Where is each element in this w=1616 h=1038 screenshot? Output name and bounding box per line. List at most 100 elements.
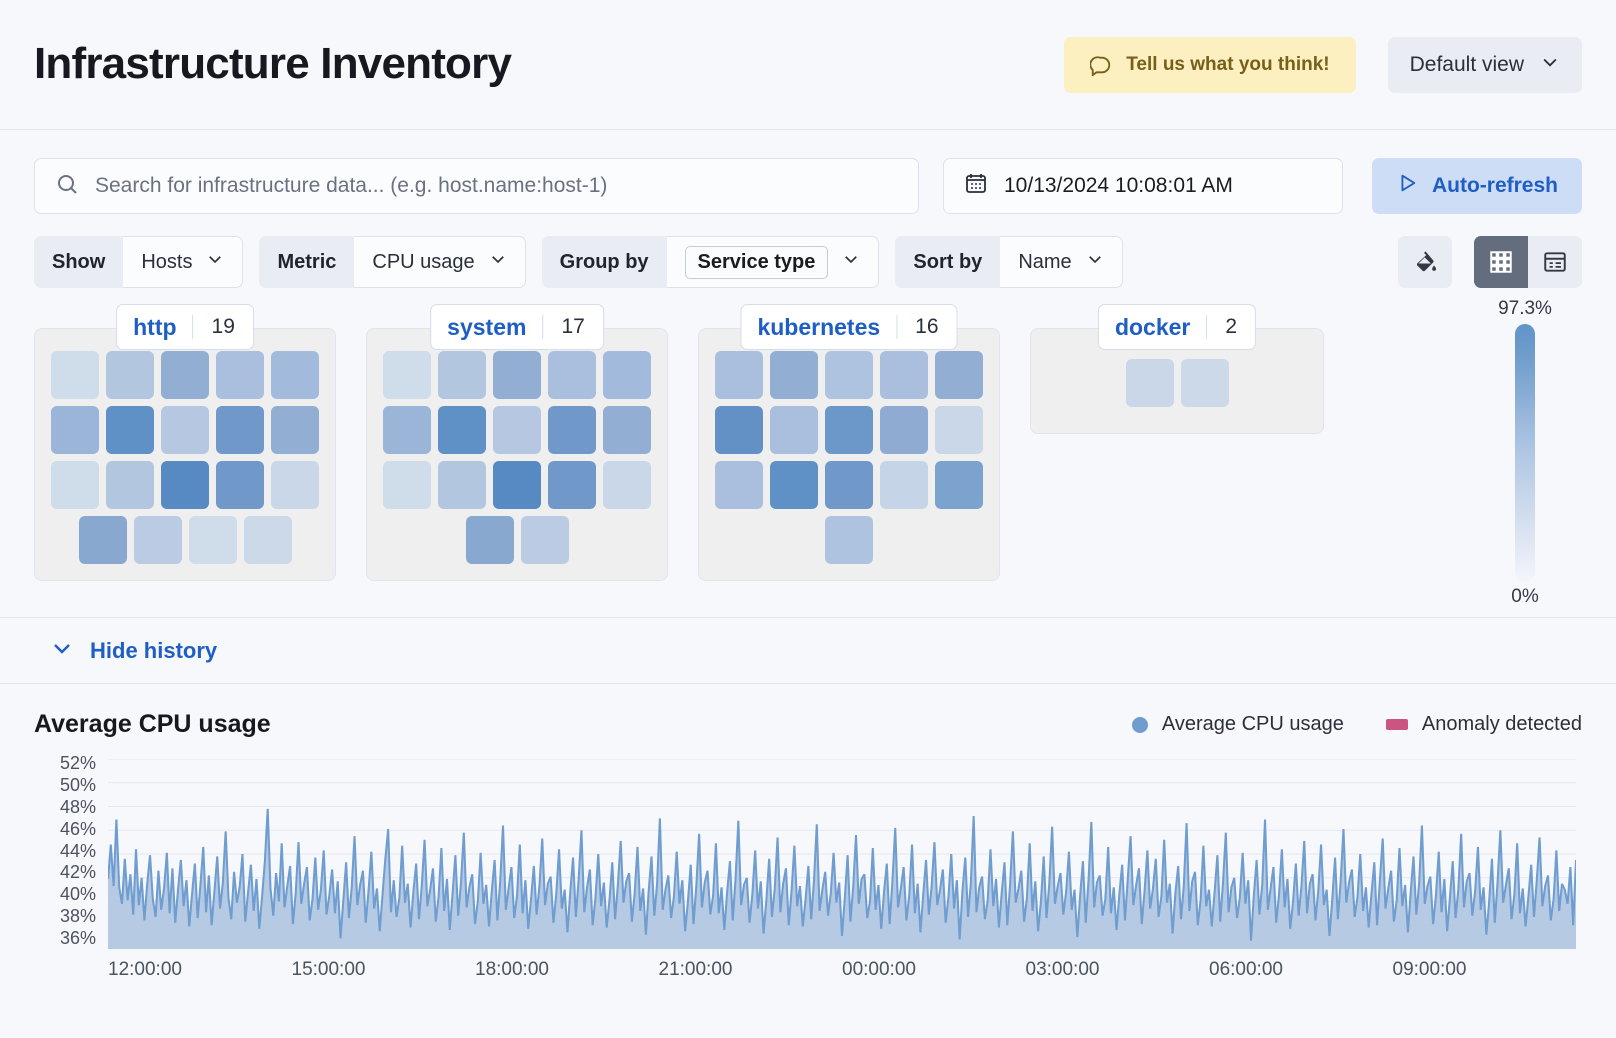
host-tile[interactable] bbox=[603, 351, 651, 399]
host-tile[interactable] bbox=[161, 461, 209, 509]
y-tick-label: 46% bbox=[59, 818, 96, 839]
date-picker[interactable]: 10/13/2024 10:08:01 AM bbox=[943, 158, 1343, 214]
host-tile[interactable] bbox=[216, 406, 264, 454]
host-tile[interactable] bbox=[770, 406, 818, 454]
host-tile[interactable] bbox=[161, 351, 209, 399]
filter-sort-by-value[interactable]: Name bbox=[1000, 236, 1123, 288]
page-title: Infrastructure Inventory bbox=[34, 39, 512, 89]
color-scale-max-label: 97.3% bbox=[1498, 298, 1552, 319]
host-tile[interactable] bbox=[438, 406, 486, 454]
filter-group-by: Group by Service type bbox=[541, 236, 880, 288]
group-name: docker bbox=[1114, 313, 1191, 340]
host-tile[interactable] bbox=[715, 461, 763, 509]
host-tile[interactable] bbox=[715, 351, 763, 399]
host-tile[interactable] bbox=[161, 406, 209, 454]
host-tile[interactable] bbox=[935, 461, 983, 509]
group-header[interactable]: http 19 bbox=[116, 304, 254, 350]
host-tile[interactable] bbox=[1180, 359, 1229, 407]
host-tile[interactable] bbox=[520, 516, 569, 564]
host-tile[interactable] bbox=[880, 351, 928, 399]
host-tile[interactable] bbox=[548, 461, 596, 509]
host-tile[interactable] bbox=[603, 461, 651, 509]
grid-view-icon[interactable] bbox=[1474, 236, 1528, 288]
host-tile[interactable] bbox=[935, 406, 983, 454]
chart-header: Average CPU usage Average CPU usage Anom… bbox=[34, 710, 1582, 739]
host-tile[interactable] bbox=[935, 351, 983, 399]
host-tile[interactable] bbox=[106, 461, 154, 509]
host-tile[interactable] bbox=[383, 406, 431, 454]
host-tile[interactable] bbox=[188, 516, 237, 564]
auto-refresh-button[interactable]: Auto-refresh bbox=[1371, 158, 1582, 214]
host-tile[interactable] bbox=[78, 516, 127, 564]
host-tile[interactable] bbox=[133, 516, 182, 564]
filter-group-by-value[interactable]: Service type bbox=[666, 236, 880, 288]
group-header[interactable]: kubernetes 16 bbox=[740, 304, 958, 350]
host-tile[interactable] bbox=[548, 406, 596, 454]
table-view-icon[interactable] bbox=[1528, 236, 1582, 288]
host-tile[interactable] bbox=[271, 406, 319, 454]
group-card-system[interactable]: system 17 bbox=[366, 304, 668, 581]
comment-icon bbox=[1090, 54, 1112, 76]
group-card-http[interactable]: http 19 bbox=[34, 304, 336, 581]
host-tile[interactable] bbox=[216, 351, 264, 399]
x-tick-label: 00:00:00 bbox=[842, 959, 916, 980]
legend-item-anomaly-detected[interactable]: Anomaly detected bbox=[1385, 713, 1582, 736]
host-tile[interactable] bbox=[106, 351, 154, 399]
chart-title: Average CPU usage bbox=[34, 710, 271, 738]
search-input[interactable]: Search for infrastructure data... (e.g. … bbox=[34, 158, 919, 214]
play-icon bbox=[1396, 172, 1418, 200]
host-tile[interactable] bbox=[880, 406, 928, 454]
host-tile[interactable] bbox=[106, 406, 154, 454]
host-tile[interactable] bbox=[493, 406, 541, 454]
y-tick-label: 38% bbox=[59, 906, 96, 927]
controls-region: Search for infrastructure data... (e.g. … bbox=[0, 130, 1616, 288]
host-tile[interactable] bbox=[271, 461, 319, 509]
host-tile[interactable] bbox=[438, 461, 486, 509]
paint-bucket-icon[interactable] bbox=[1398, 236, 1452, 288]
host-tile[interactable] bbox=[438, 351, 486, 399]
host-tile[interactable] bbox=[603, 406, 651, 454]
host-tile[interactable] bbox=[243, 516, 292, 564]
group-count: 17 bbox=[542, 315, 602, 339]
legend-item-average-cpu-usage[interactable]: Average CPU usage bbox=[1131, 713, 1344, 736]
filter-metric-value-text: CPU usage bbox=[372, 250, 475, 273]
group-count: 19 bbox=[192, 315, 253, 339]
host-tile[interactable] bbox=[51, 406, 99, 454]
host-tile[interactable] bbox=[825, 461, 873, 509]
host-tile[interactable] bbox=[770, 461, 818, 509]
host-tile[interactable] bbox=[825, 406, 873, 454]
group-card-kubernetes[interactable]: kubernetes 16 bbox=[698, 304, 1000, 581]
host-tile[interactable] bbox=[825, 516, 873, 564]
host-tile[interactable] bbox=[51, 461, 99, 509]
group-card-docker[interactable]: docker 2 bbox=[1030, 304, 1324, 434]
group-name: system bbox=[447, 313, 527, 340]
host-tile[interactable] bbox=[770, 351, 818, 399]
host-tile[interactable] bbox=[216, 461, 264, 509]
default-view-selector[interactable]: Default view bbox=[1387, 36, 1582, 93]
host-tile[interactable] bbox=[715, 406, 763, 454]
host-tile[interactable] bbox=[383, 351, 431, 399]
host-tile[interactable] bbox=[880, 461, 928, 509]
host-tile[interactable] bbox=[51, 351, 99, 399]
legend-marker-dot bbox=[1131, 716, 1148, 733]
group-header[interactable]: docker 2 bbox=[1097, 304, 1257, 350]
host-tile[interactable] bbox=[825, 351, 873, 399]
filter-metric-value[interactable]: CPU usage bbox=[354, 236, 526, 288]
y-tick-label: 40% bbox=[59, 884, 96, 905]
group-header[interactable]: system 17 bbox=[430, 304, 604, 350]
hide-history-toggle[interactable]: Hide history bbox=[0, 618, 1616, 684]
calendar-icon bbox=[964, 171, 988, 201]
host-tile[interactable] bbox=[1125, 359, 1174, 407]
host-tile[interactable] bbox=[465, 516, 514, 564]
chart-legend: Average CPU usage Anomaly detected bbox=[1131, 713, 1582, 736]
host-tile[interactable] bbox=[548, 351, 596, 399]
host-tile[interactable] bbox=[493, 351, 541, 399]
filter-show-value[interactable]: Hosts bbox=[123, 236, 244, 288]
host-tile[interactable] bbox=[271, 351, 319, 399]
chart-canvas[interactable] bbox=[108, 759, 1576, 949]
host-tile[interactable] bbox=[383, 461, 431, 509]
feedback-button[interactable]: Tell us what you think! bbox=[1064, 36, 1356, 93]
host-tile[interactable] bbox=[493, 461, 541, 509]
